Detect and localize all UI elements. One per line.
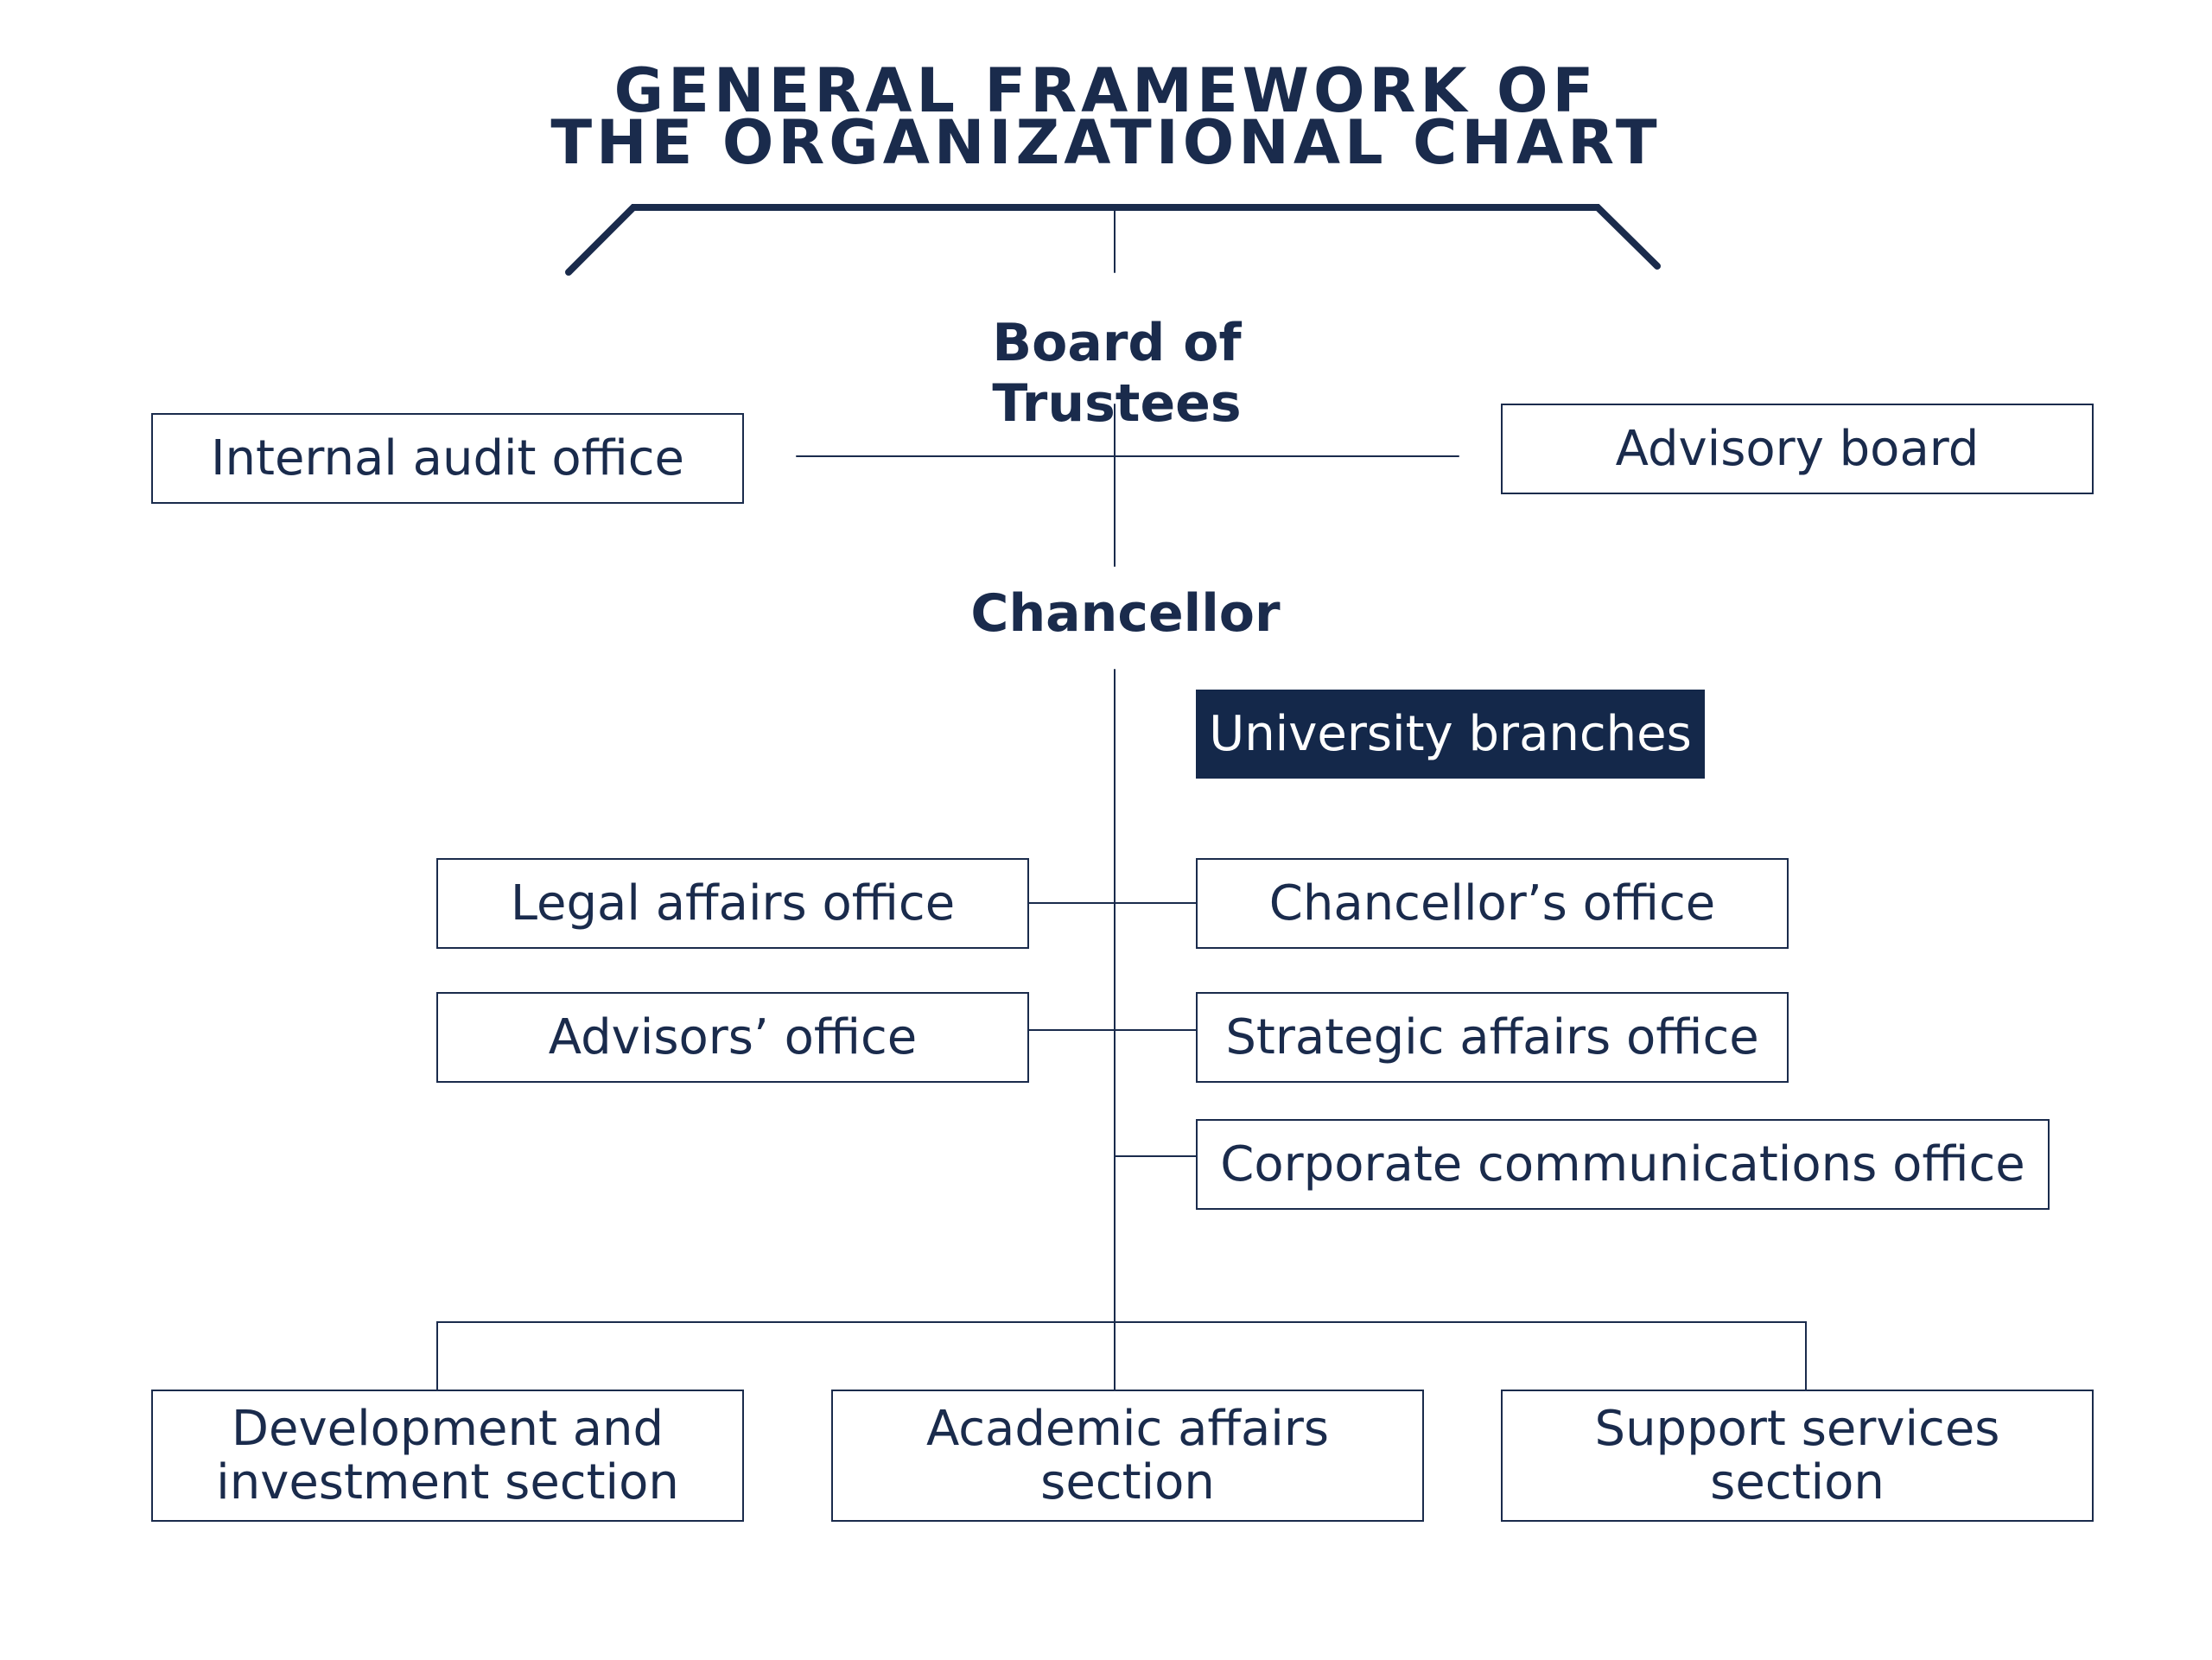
advisory-board-label: Advisory board <box>1615 420 1980 477</box>
advisors-office-box: Advisors’ office <box>436 992 1029 1083</box>
development-section-line-1: Development and <box>231 1400 664 1457</box>
title-line-1: GENERAL FRAMEWORK OF <box>613 55 1599 126</box>
academic-section-line-1: Academic affairs <box>925 1400 1330 1457</box>
legal-affairs-office-label: Legal affairs office <box>510 875 956 932</box>
support-services-section-box: Support services section <box>1501 1390 2094 1522</box>
support-section-line-1: Support services <box>1594 1400 2000 1457</box>
academic-affairs-section-box: Academic affairs section <box>831 1390 1424 1522</box>
development-section-line-2: investment section <box>216 1453 679 1511</box>
chancellors-office-label: Chancellor’s office <box>1268 875 1716 932</box>
chancellor: Chancellor <box>970 583 1281 644</box>
internal-audit-office-box: Internal audit office <box>151 413 744 504</box>
corporate-communications-office-box: Corporate communications office <box>1196 1119 2050 1210</box>
corporate-communications-office-label: Corporate communications office <box>1220 1135 2025 1193</box>
advisors-office-label: Advisors’ office <box>548 1008 918 1065</box>
title-line-2: THE ORGANIZATIONAL CHART <box>550 107 1662 178</box>
legal-affairs-office-box: Legal affairs office <box>436 858 1029 949</box>
academic-section-line-2: section <box>1040 1453 1215 1511</box>
internal-audit-office-label: Internal audit office <box>211 429 684 487</box>
advisory-board-box: Advisory board <box>1501 404 2094 494</box>
university-branches-label: University branches <box>1209 705 1692 762</box>
title-bracket <box>565 204 1661 276</box>
support-section-line-2: section <box>1710 1453 1885 1511</box>
strategic-affairs-office-label: Strategic affairs office <box>1225 1008 1759 1065</box>
strategic-affairs-office-box: Strategic affairs office <box>1196 992 1789 1083</box>
chart-title: GENERAL FRAMEWORK OF THE ORGANIZATIONAL … <box>0 55 2212 178</box>
university-branches-box: University branches <box>1196 690 1705 779</box>
sections-bus <box>436 1321 1807 1390</box>
board-of-trustees: Board of Trustees <box>992 313 1242 434</box>
chancellors-office-box: Chancellor’s office <box>1196 858 1789 949</box>
development-investment-section-box: Development and investment section <box>151 1390 744 1522</box>
